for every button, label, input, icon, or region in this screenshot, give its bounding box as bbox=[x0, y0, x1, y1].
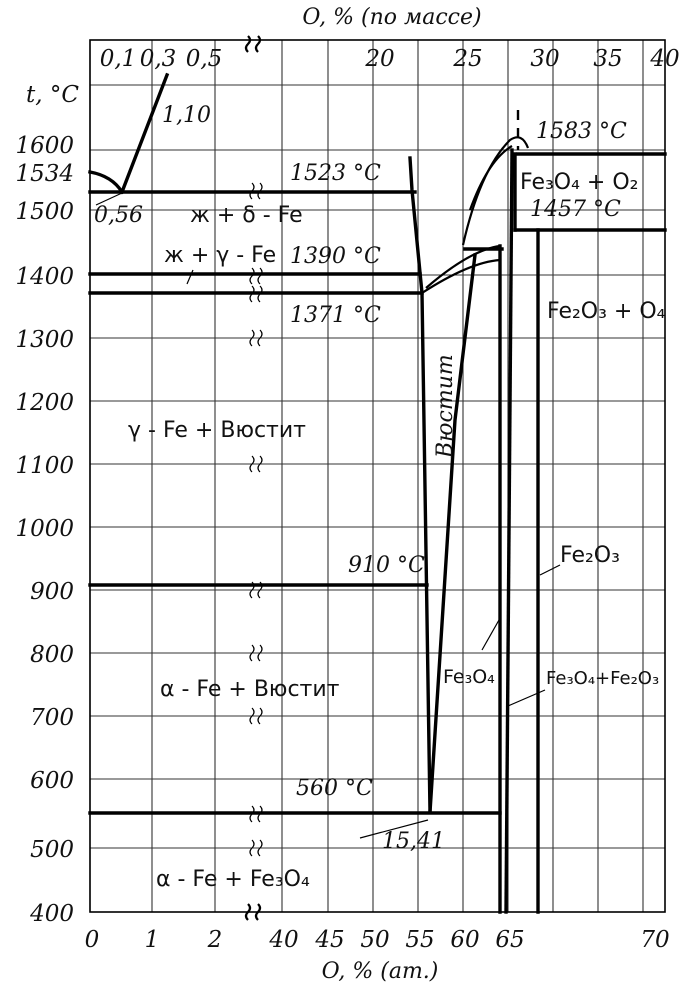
plot-frame bbox=[89, 39, 666, 913]
liquidus-wustite bbox=[421, 258, 501, 294]
phase-fe3o4: Fe₃O₄ bbox=[443, 666, 495, 688]
label-15-41: 15,41 bbox=[382, 829, 445, 854]
y-tick-label: 600 bbox=[30, 768, 74, 794]
bottom-tick-label: 40 bbox=[268, 927, 298, 953]
magnetite-right bbox=[504, 148, 514, 914]
wustite-right-boundary bbox=[428, 253, 477, 814]
phase-alpha-fe3o4: α - Fe + Fe₃O₄ bbox=[156, 867, 310, 892]
phase-liquid-gamma: ж + γ - Fe bbox=[164, 243, 276, 268]
leader-lines bbox=[95, 192, 561, 839]
top-tick-label: 20 bbox=[364, 46, 394, 72]
top-tick-label: 30 bbox=[530, 46, 559, 72]
phase-labels: ж + δ - Fe ж + γ - Fe γ - Fe + Вюстит α … bbox=[128, 170, 666, 892]
temperature-labels: 1523 °C 1390 °C 1371 °C 910 °C 560 °C 15… bbox=[290, 119, 627, 801]
phase-liquid-delta: ж + δ - Fe bbox=[190, 203, 303, 228]
bottom-tick-label: 70 bbox=[640, 927, 669, 953]
phase-fe2o3: Fe₂O₃ bbox=[560, 543, 620, 568]
grid bbox=[89, 40, 665, 912]
bottom-tick-label: 60 bbox=[450, 927, 479, 953]
label-1457: 1457 °C bbox=[530, 197, 621, 222]
y-tick-label: 700 bbox=[30, 705, 74, 731]
label-1371: 1371 °C bbox=[290, 303, 381, 328]
y-tick-label: 1000 bbox=[15, 516, 74, 542]
y-tick-label: 1100 bbox=[15, 453, 74, 479]
liquidus-oxygen bbox=[119, 72, 170, 195]
y-tick-label: 400 bbox=[29, 901, 74, 927]
label-0-56: 0,56 bbox=[94, 203, 143, 228]
y-tick-label: 1300 bbox=[15, 327, 74, 353]
label-910: 910 °C bbox=[348, 553, 425, 578]
phase-fe3o4-o2: Fe₃O₄ + O₂ bbox=[520, 170, 639, 195]
bottom-tick-label: 55 bbox=[405, 927, 434, 953]
top-tick-label: 0,5 bbox=[186, 46, 223, 72]
phase-alpha-wustite: α - Fe + Вюстит bbox=[160, 677, 340, 702]
phase-fe2o3-o4: Fe₂O₃ + O₄ bbox=[547, 299, 666, 324]
y-axis-title: t, °C bbox=[26, 82, 79, 108]
axis-break-marks bbox=[244, 35, 263, 921]
bottom-axis-title: O, % (ат.) bbox=[322, 959, 439, 984]
bottom-tick-label: 0 bbox=[85, 927, 100, 953]
wustite-left-boundary bbox=[408, 156, 432, 814]
top-tick-label: 40 bbox=[649, 46, 679, 72]
composition-labels: 1,10 0,56 15,41 bbox=[94, 103, 445, 854]
liquidus-delta bbox=[88, 170, 125, 195]
y-tick-label: 800 bbox=[30, 642, 74, 668]
y-tick-label: 900 bbox=[30, 579, 74, 605]
liquidus-magnetite-inner bbox=[468, 145, 513, 211]
phase-boundaries bbox=[88, 72, 667, 914]
phase-fe3o4-fe2o3: Fe₃O₄+Fe₂O₃ bbox=[546, 668, 659, 689]
bottom-axis-ticks: 0 1 2 40 45 50 55 60 65 70 bbox=[85, 927, 670, 953]
y-tick-label: 1600 bbox=[15, 133, 74, 159]
label-1390: 1390 °C bbox=[290, 244, 381, 269]
y-tick-label: 1400 bbox=[15, 264, 74, 290]
y-axis-ticks: 1600 1534 1500 1400 1300 1200 1100 1000 … bbox=[15, 133, 74, 927]
top-tick-label: 25 bbox=[452, 46, 482, 72]
label-1-10: 1,10 bbox=[162, 103, 211, 128]
liquidus-wustite-inner bbox=[425, 244, 501, 289]
top-tick-label: 0,1 bbox=[100, 46, 137, 72]
label-560: 560 °C bbox=[296, 776, 373, 801]
y-tick-label: 1500 bbox=[15, 199, 74, 225]
y-tick-label: 500 bbox=[30, 837, 74, 863]
bottom-tick-label: 1 bbox=[145, 927, 160, 953]
y-tick-label: 1534 bbox=[15, 161, 74, 187]
bottom-tick-label: 45 bbox=[314, 927, 344, 953]
label-1583: 1583 °C bbox=[536, 119, 627, 144]
top-axis-title: O, % (по массе) bbox=[302, 5, 481, 30]
top-tick-label: 0,3 bbox=[140, 46, 177, 72]
bottom-tick-label: 50 bbox=[360, 927, 389, 953]
top-axis-ticks: 0,1 0,3 0,5 20 25 30 35 40 bbox=[100, 46, 680, 72]
label-1523: 1523 °C bbox=[290, 161, 381, 186]
liquidus-magnetite bbox=[461, 136, 530, 246]
bottom-tick-label: 2 bbox=[207, 927, 223, 953]
bottom-tick-label: 65 bbox=[495, 927, 524, 953]
top-tick-label: 35 bbox=[593, 46, 622, 72]
phase-gamma-wustite: γ - Fe + Вюстит bbox=[128, 418, 306, 443]
y-tick-label: 1200 bbox=[15, 390, 74, 416]
phase-wustite: Вюстит bbox=[433, 354, 458, 459]
